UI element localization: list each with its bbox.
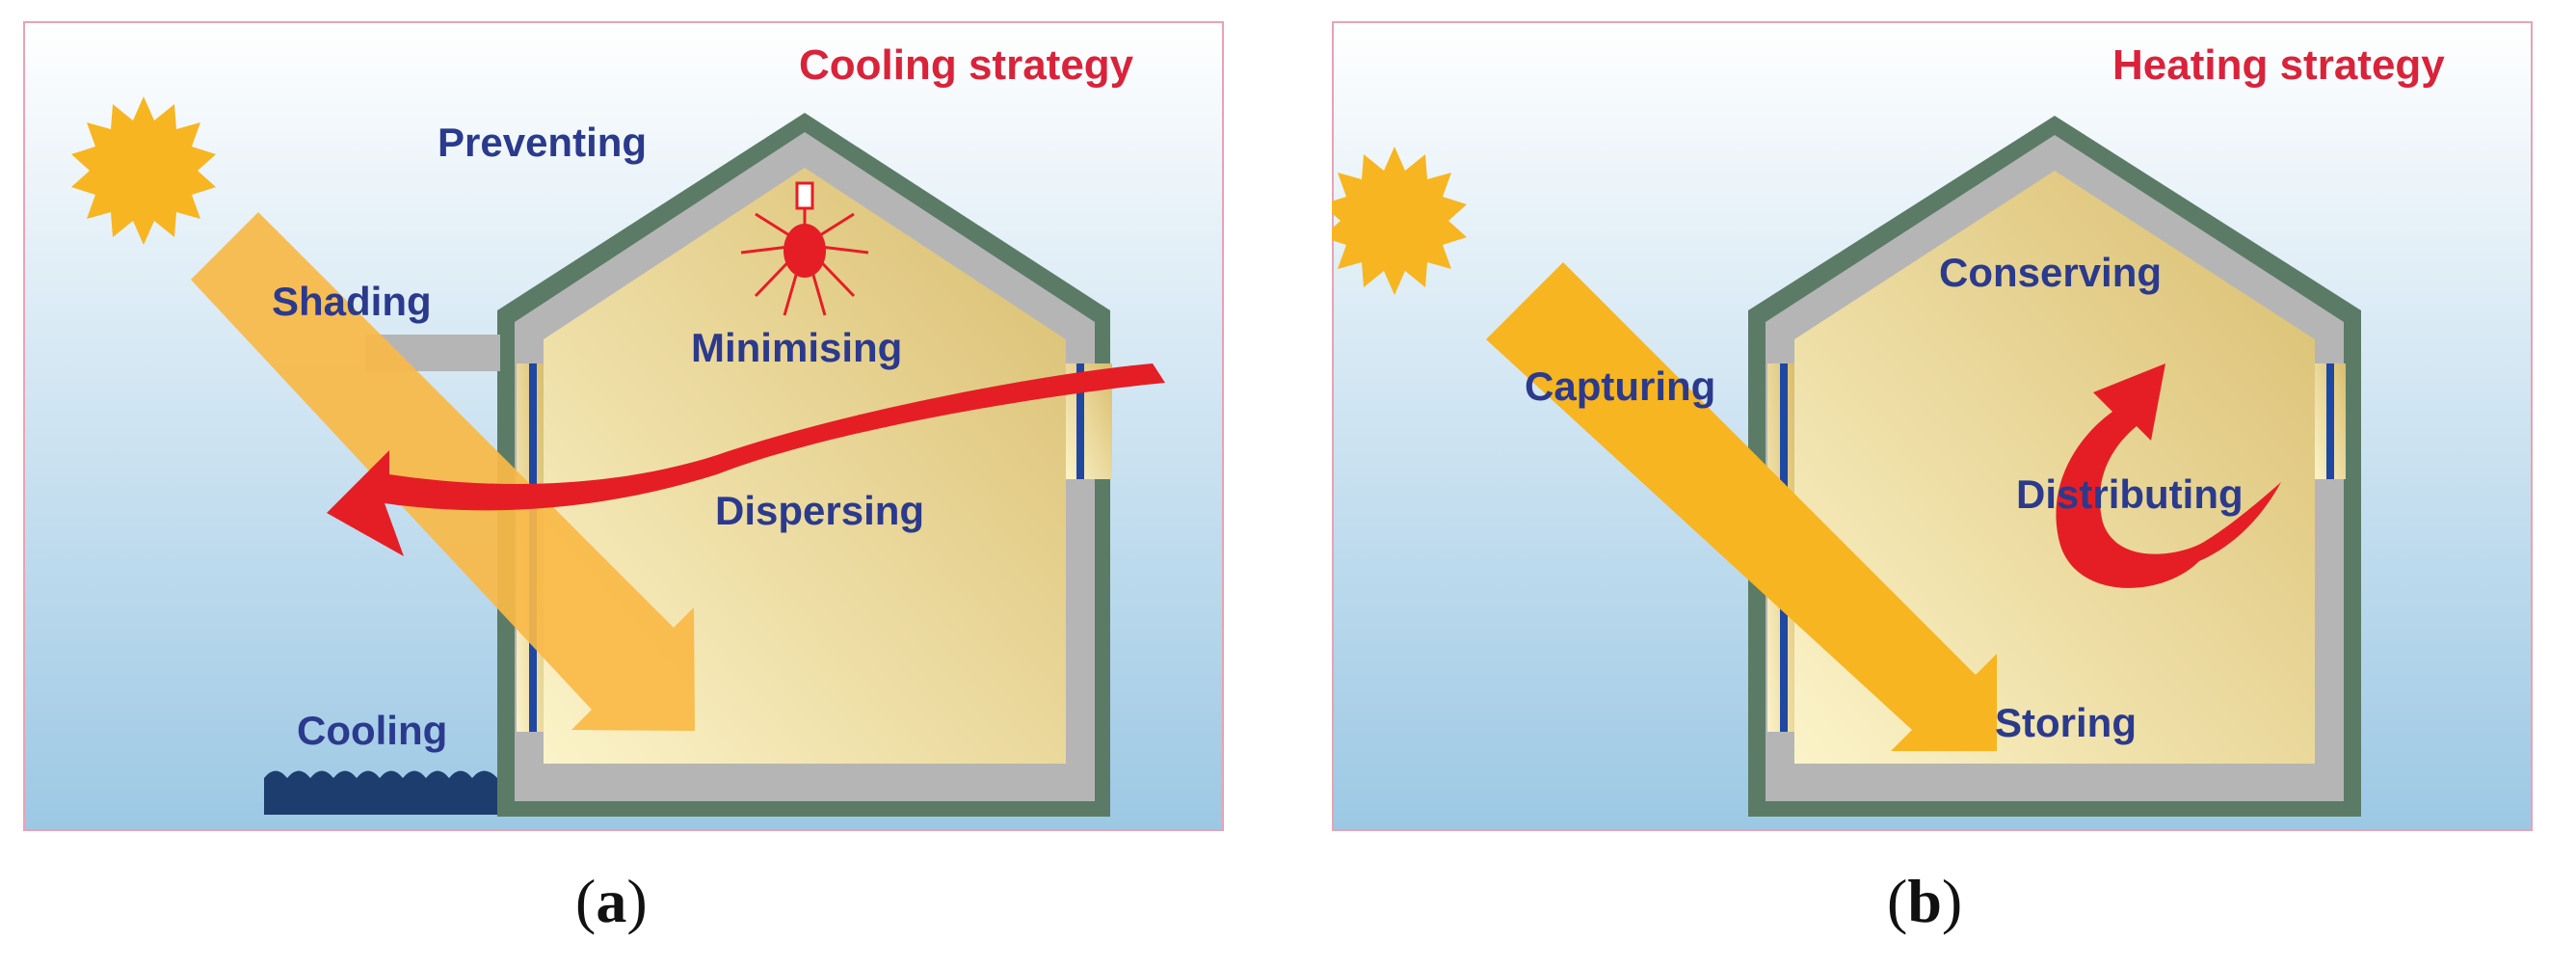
label-cooling: Cooling — [297, 708, 447, 753]
caption-b-letter: b — [1907, 867, 1942, 935]
label-conserving: Conserving — [1939, 250, 2162, 295]
caption-b-open: ( — [1887, 867, 1908, 935]
caption-b: (b) — [1887, 866, 1962, 937]
label-storing: Storing — [1995, 700, 2137, 745]
sunlight-arrow — [191, 212, 695, 731]
water-pond — [264, 770, 497, 815]
heating-strategy-panel: Heating strategy Conserving Capturing Di… — [1332, 21, 2533, 831]
sun-icon — [1332, 147, 1467, 295]
sun-icon — [71, 96, 216, 245]
caption-a: (a) — [575, 866, 648, 937]
label-minimising: Minimising — [691, 325, 902, 370]
caption-a-letter: a — [596, 867, 627, 935]
sunlight-arrow — [1486, 262, 1997, 751]
house-interior — [544, 168, 1066, 764]
label-capturing: Capturing — [1525, 363, 1715, 409]
window-right-glass — [2326, 363, 2334, 479]
caption-a-close: ) — [626, 867, 648, 935]
heating-diagram: Heating strategy Conserving Capturing Di… — [1332, 21, 2533, 831]
light-bulb-icon — [740, 181, 869, 316]
cooling-strategy-panel: Cooling strategy — [23, 21, 1224, 831]
airflow-arrow — [327, 363, 1165, 556]
window-right-glass — [1076, 363, 1084, 479]
panel-title: Heating strategy — [2112, 41, 2445, 89]
caption-b-close: ) — [1941, 867, 1963, 935]
distribution-arrow — [2056, 363, 2281, 588]
caption-a-open: ( — [575, 867, 597, 935]
cooling-diagram: Cooling strategy — [23, 21, 1224, 831]
label-preventing: Preventing — [438, 120, 647, 165]
house-interior — [1794, 171, 2315, 764]
label-shading: Shading — [272, 279, 432, 324]
label-dispersing: Dispersing — [715, 488, 924, 533]
panel-title: Cooling strategy — [799, 41, 1134, 89]
label-distributing: Distributing — [2016, 471, 2244, 517]
